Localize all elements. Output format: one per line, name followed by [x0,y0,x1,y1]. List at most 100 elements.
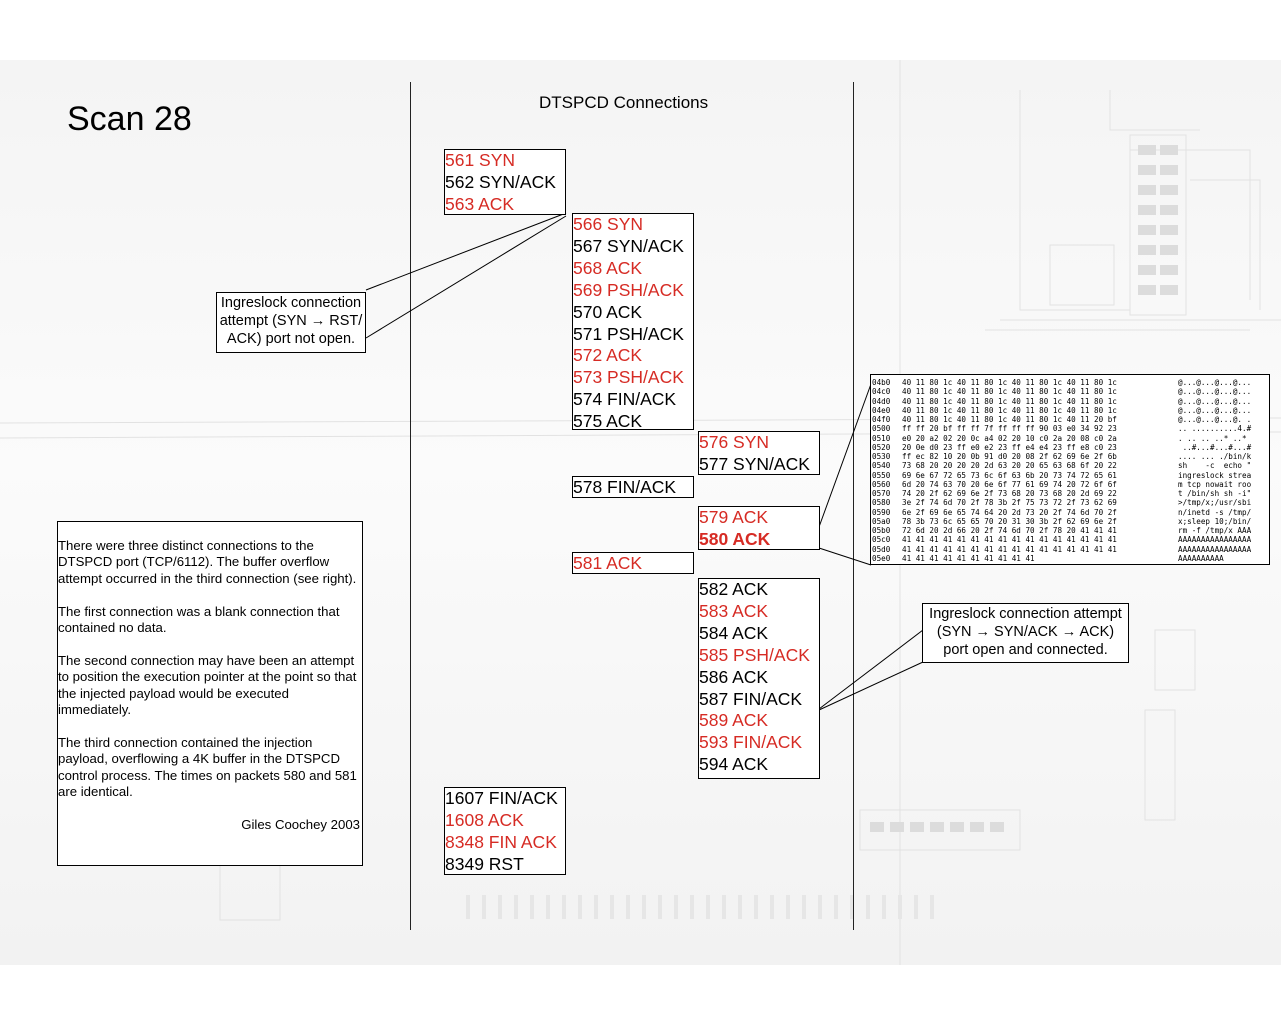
hex-offset: 0530 [872,452,891,461]
packet-entry: 562 SYN/ACK [445,171,556,192]
hex-row: 0550 69 6e 67 72 65 73 6c 6f 63 6b 20 73 … [872,471,1269,480]
hex-row: 04b0 40 11 80 1c 40 11 80 1c 40 11 80 1c … [872,378,1269,387]
hex-bytes: 40 11 80 1c 40 11 80 1c 40 11 80 1c 40 1… [902,415,1117,424]
right-divider [853,82,854,930]
packet-entry: 580 ACK [699,528,771,549]
hex-bytes: ff ec 82 10 20 0b 91 d0 20 08 2f 62 69 6… [902,452,1117,461]
hex-row: 0520 20 0e d0 23 ff e0 e2 23 ff e4 e4 23 … [872,443,1269,452]
hex-bytes: 41 41 41 41 41 41 41 41 41 41 [902,553,1035,563]
hex-offset: 0550 [872,470,891,480]
hex-bytes: 78 3b 73 6c 65 65 70 20 31 30 3b 2f 62 6… [902,516,1117,526]
hex-offset: 0510 [872,433,891,443]
hex-bytes: ff ff 20 bf ff ff 7f ff ff ff 90 03 e0 3… [902,424,1117,434]
hex-bytes: 40 11 80 1c 40 11 80 1c 40 11 80 1c 40 1… [902,396,1117,406]
packet-entry: 567 SYN/ACK [573,235,684,256]
hex-row: 0560 6d 20 74 63 70 20 6e 6f 77 61 69 74 … [872,480,1269,489]
hex-row: 05c0 41 41 41 41 41 41 41 41 41 41 41 41 … [872,535,1269,544]
hex-bytes: 41 41 41 41 41 41 41 41 41 41 41 41 41 4… [902,544,1117,554]
hex-offset: 04e0 [872,405,891,415]
packet-entry: 563 ACK [445,193,515,214]
packet-entry: 579 ACK [699,507,769,527]
packet-entry: 570 ACK [573,301,643,322]
hex-dump-panel: 04b0 40 11 80 1c 40 11 80 1c 40 11 80 1c … [870,374,1270,565]
hex-row: 0500 ff ff 20 bf ff ff 7f ff ff ff 90 03 … [872,424,1269,433]
packet-entry: 569 PSH/ACK [573,279,684,300]
packet-entry: 582 ACK [699,579,769,599]
note-paragraph-1: There were three distinct connections to… [58,538,357,586]
hex-offset: 04d0 [872,396,891,406]
packet-entry: 589 ACK [699,710,769,731]
packet-entry: 593 FIN/ACK [699,732,803,753]
packet-entry: 581 ACK [573,553,643,573]
packet-entry: 8349 RST [445,853,524,874]
hex-ascii: m tcp nowait roo [1178,479,1252,489]
packet-entry: 594 ACK [699,754,769,775]
hex-ascii: @...@...@...@... [1178,378,1252,387]
left-divider [410,82,411,930]
hex-bytes: 20 0e d0 23 ff e0 e2 23 ff e4 e4 23 ff e… [902,442,1117,452]
packet-entry: 1607 FIN/ACK [445,788,558,808]
hex-ascii: . .. .. ..* ..* [1178,433,1247,443]
notes-panel: There were three distinct connections to… [57,521,363,866]
hex-ascii: >/tmp/x;/usr/sbi [1178,498,1252,508]
hex-ascii: AAAAAAAAAA [1178,553,1224,563]
hex-bytes: 41 41 41 41 41 41 41 41 41 41 41 41 41 4… [902,535,1117,545]
hex-row: 0530 ff ec 82 10 20 0b 91 d0 20 08 2f 62 … [872,452,1269,461]
hex-bytes: 72 6d 20 2d 66 20 2f 74 6d 70 2f 78 20 4… [902,526,1117,535]
hex-offset: 0500 [872,424,891,434]
hex-offset: 0570 [872,489,891,498]
packet-entry: 583 ACK [699,600,769,621]
hex-ascii: x;sleep 10;/bin/ [1178,516,1252,526]
hex-offset: 0560 [872,479,891,489]
hex-ascii: .... ... ./bin/k [1178,452,1252,461]
hex-bytes: 69 6e 67 72 65 73 6c 6f 63 6b 20 73 74 7… [902,470,1117,480]
packet-entry: 8348 FIN ACK [445,831,557,852]
hex-offset: 05d0 [872,544,891,554]
packet-entry: 578 FIN/ACK [573,477,677,497]
hex-offset: 0590 [872,507,891,517]
packet-entry: 586 ACK [699,666,769,687]
packet-entry: 573 PSH/ACK [573,367,684,388]
hex-bytes: 40 11 80 1c 40 11 80 1c 40 11 80 1c 40 1… [902,378,1117,387]
hex-ascii: AAAAAAAAAAAAAAAA [1178,535,1252,545]
hex-offset: 05a0 [872,516,891,526]
hex-row: 05d0 41 41 41 41 41 41 41 41 41 41 41 41 … [872,545,1269,554]
hex-row: 04d0 40 11 80 1c 40 11 80 1c 40 11 80 1c … [872,397,1269,406]
note-paragraph-2: The first connection was a blank connect… [58,603,340,636]
hex-ascii: @...@...@...@... [1178,387,1252,397]
callout-ingreslock-open: Ingreslock connection attempt (SYN → SYN… [922,603,1129,663]
hex-ascii: t /bin/sh sh -i" [1178,489,1252,498]
hex-bytes: 40 11 80 1c 40 11 80 1c 40 11 80 1c 40 1… [902,405,1117,415]
packet-group-4: 578 FIN/ACK [572,476,694,498]
hex-bytes: 6e 2f 69 6e 65 74 64 20 2d 73 20 2f 74 6… [902,507,1117,517]
hex-offset: 04b0 [872,378,891,387]
hex-ascii: .. ..........4.# [1178,424,1252,434]
hex-row: 05a0 78 3b 73 6c 65 65 70 20 31 30 3b 2f … [872,517,1269,526]
hex-ascii: AAAAAAAAAAAAAAAA [1178,544,1252,554]
packet-entry: 1608 ACK [445,809,524,830]
hex-ascii: @...@...@...@... [1178,405,1252,415]
packet-group-6: 581 ACK [572,552,694,574]
packet-entry: 585 PSH/ACK [699,644,810,665]
packet-entry: 568 ACK [573,257,643,278]
packet-entry: 566 SYN [573,214,644,234]
callout-ingreslock-closed: Ingreslock connection attempt (SYN → RST… [216,292,366,353]
hex-offset: 0520 [872,442,891,452]
hex-bytes: 6d 20 74 63 70 20 6e 6f 77 61 69 74 20 7… [902,479,1117,489]
connections-heading: DTSPCD Connections [539,93,709,112]
packet-entry: 577 SYN/ACK [699,453,810,474]
packet-entry: 574 FIN/ACK [573,389,677,410]
hex-ascii: n/inetd -s /tmp/ [1178,507,1252,517]
hex-offset: 05c0 [872,535,891,545]
hex-offset: 0540 [872,461,891,471]
hex-bytes: 40 11 80 1c 40 11 80 1c 40 11 80 1c 40 1… [902,387,1117,397]
